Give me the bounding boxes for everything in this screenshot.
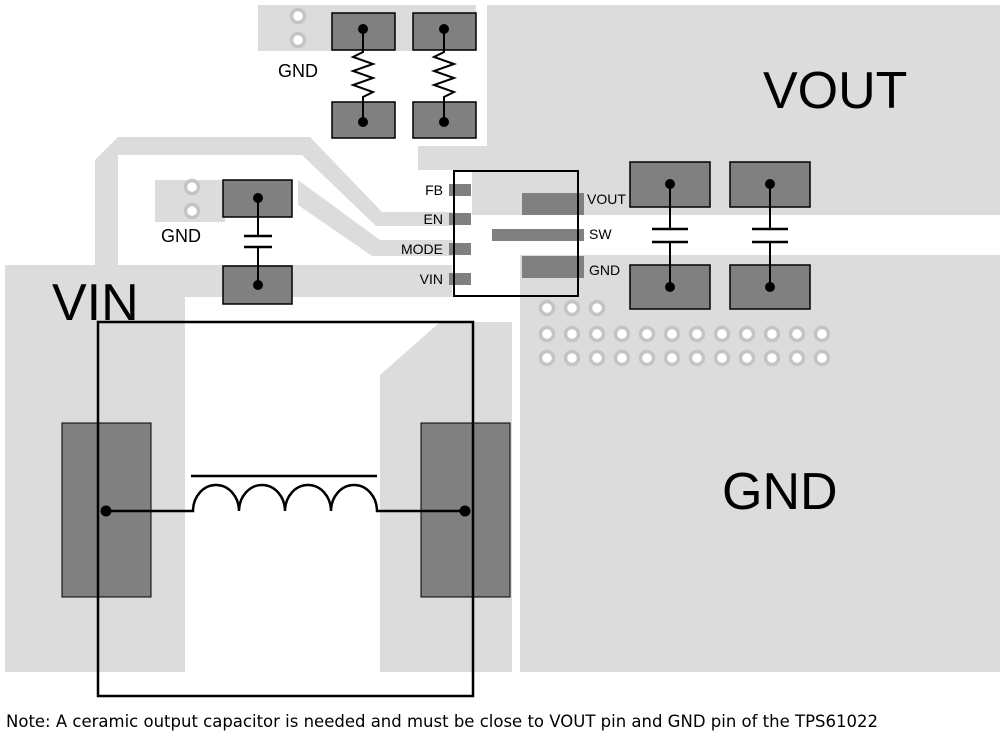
pad-node: [665, 282, 675, 292]
ic-pin-pad: [449, 273, 471, 285]
via: [588, 325, 606, 343]
inductor-coil: [106, 483, 465, 513]
via: [183, 202, 201, 220]
via: [763, 349, 781, 367]
ic-pin-pad: [522, 256, 584, 278]
pad-node: [100, 505, 112, 517]
via: [638, 325, 656, 343]
inductor: [61, 320, 511, 698]
pad-node: [765, 179, 775, 189]
via: [813, 325, 831, 343]
pad-node: [253, 193, 263, 203]
output-capacitors: [629, 161, 811, 310]
via: [538, 325, 556, 343]
via: [663, 325, 681, 343]
en-mode-trace: [298, 180, 452, 256]
ic-pin-pad: [449, 243, 471, 255]
ic-footprint: FB EN MODE VIN VOUT SW GND: [401, 170, 626, 297]
gnd-label-top: GND: [278, 61, 318, 81]
ic-pin-label-en: EN: [424, 211, 443, 227]
via: [563, 349, 581, 367]
ic-pin-label-vout: VOUT: [587, 191, 626, 207]
via: [563, 299, 581, 317]
ic-pin-label-sw: SW: [589, 226, 612, 242]
via: [538, 349, 556, 367]
ic-pin-pad: [522, 193, 584, 215]
ic-body-outline: [453, 170, 579, 297]
pad-node: [765, 282, 775, 292]
resistor-symbol: [430, 29, 458, 122]
resistor-divider: [331, 12, 477, 139]
via: [688, 325, 706, 343]
ic-pin-pad: [449, 213, 471, 225]
ic-pin-label-fb: FB: [425, 182, 443, 198]
input-capacitor: [222, 179, 293, 305]
vout-pour: [418, 5, 1000, 215]
ic-pin-pad: [449, 184, 471, 196]
via: [788, 349, 806, 367]
via: [588, 299, 606, 317]
via: [738, 325, 756, 343]
via: [713, 349, 731, 367]
gnd-pour-main: [520, 255, 1000, 672]
via: [289, 7, 307, 25]
net-label-vin: VIN: [52, 274, 139, 332]
ic-pin-label-vin: VIN: [420, 271, 443, 287]
via: [638, 349, 656, 367]
via-group: [183, 7, 831, 367]
pad-node: [439, 117, 449, 127]
via: [813, 349, 831, 367]
pad-node: [253, 280, 263, 290]
ic-pin-label-mode: MODE: [401, 241, 443, 257]
inductor-body-outline: [96, 320, 475, 698]
pad-node: [358, 24, 368, 34]
net-label-gnd: GND: [722, 463, 838, 521]
resistor-symbol: [349, 29, 377, 122]
ic-pin-label-gnd: GND: [589, 262, 620, 278]
via: [713, 325, 731, 343]
ic-pin-pad: [492, 229, 584, 241]
via: [788, 325, 806, 343]
via: [688, 349, 706, 367]
via: [588, 349, 606, 367]
via: [563, 325, 581, 343]
footnote: Note: A ceramic output capacitor is need…: [6, 712, 878, 731]
via: [613, 349, 631, 367]
pad-node: [439, 24, 449, 34]
via: [613, 325, 631, 343]
via: [663, 349, 681, 367]
pad-node: [459, 505, 471, 517]
via: [738, 349, 756, 367]
via: [538, 299, 556, 317]
fb-trace: [95, 137, 452, 265]
via: [763, 325, 781, 343]
pad-node: [665, 179, 675, 189]
via: [183, 178, 201, 196]
via: [289, 31, 307, 49]
gnd-label-left: GND: [161, 226, 201, 246]
net-label-vout: VOUT: [763, 62, 907, 120]
pad-node: [358, 117, 368, 127]
